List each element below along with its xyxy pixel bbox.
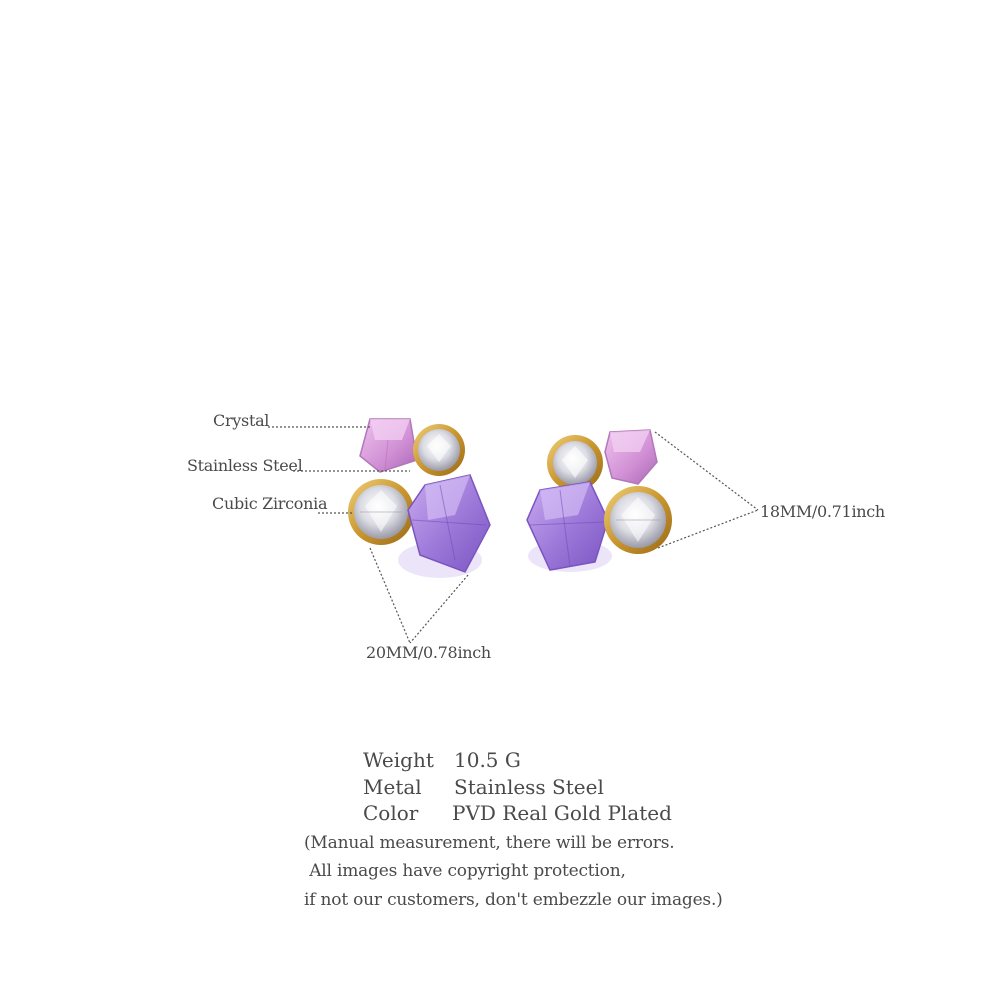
- left-cubic-zirconia: [348, 479, 414, 545]
- left-top-clear-stone: [413, 424, 465, 476]
- right-cubic-zirconia: [604, 486, 672, 554]
- spec-key: Metal: [363, 775, 422, 799]
- spec-value: Stainless Steel: [454, 775, 604, 799]
- spec-key: Weight: [363, 748, 434, 772]
- spec-row-metal: Metal Stainless Steel: [363, 775, 683, 801]
- label-crystal: Crystal: [213, 411, 270, 430]
- callout-lines: [268, 426, 759, 644]
- right-top-clear-stone: [547, 435, 603, 491]
- label-cubic-zirconia: Cubic Zirconia: [212, 494, 328, 513]
- spec-row-weight: Weight 10.5 G: [363, 748, 683, 774]
- right-pink-crystal: [604, 429, 658, 485]
- spec-key: Color: [363, 801, 419, 825]
- height-line-bottom: [657, 509, 759, 549]
- left-earring: [348, 418, 491, 578]
- right-purple-gem: [526, 481, 609, 571]
- note-line-2: All images have copyright protection,: [304, 861, 626, 881]
- left-pink-crystal: [359, 418, 418, 473]
- width-line-left: [369, 547, 411, 644]
- spec-value: PVD Real Gold Plated: [452, 801, 672, 825]
- left-purple-gem: [407, 474, 491, 573]
- note-line-3: if not our customers, don't embezzle our…: [304, 890, 723, 910]
- height-line-top: [654, 431, 759, 511]
- label-stainless-steel: Stainless Steel: [187, 456, 303, 475]
- label-height-dimension: 18MM/0.71inch: [760, 502, 885, 521]
- spec-row-color: Color PVD Real Gold Plated: [363, 801, 683, 827]
- spec-value: 10.5 G: [454, 748, 521, 772]
- width-line-right: [409, 574, 469, 644]
- right-earring: [526, 429, 672, 572]
- note-line-1: (Manual measurement, there will be error…: [304, 833, 675, 853]
- label-width-dimension: 20MM/0.78inch: [366, 643, 491, 662]
